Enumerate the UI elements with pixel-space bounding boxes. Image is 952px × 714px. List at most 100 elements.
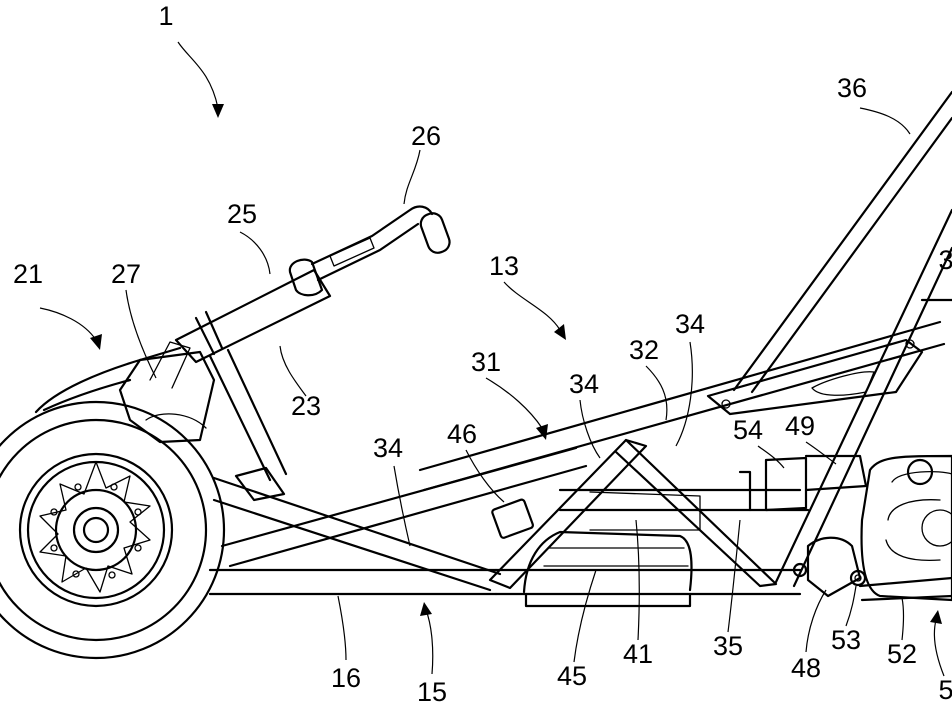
steering-post-1 <box>208 354 272 482</box>
truss-front-upper-b <box>212 498 492 592</box>
leader-35 <box>727 519 741 633</box>
leader-21 <box>39 307 97 341</box>
leader-52 <box>901 597 905 641</box>
steering-clamp <box>194 316 216 356</box>
arrow-5x <box>930 610 942 624</box>
hub-bolt <box>110 483 118 491</box>
rear-drivetrain <box>764 454 952 602</box>
leader-13 <box>503 281 561 331</box>
truss-leg-left <box>488 438 648 590</box>
fender-inner <box>42 378 132 412</box>
leader-53 <box>845 585 857 627</box>
steering-post-2 <box>226 348 288 476</box>
steering-clamp-2 <box>204 310 224 350</box>
front-rim-inner <box>26 460 166 600</box>
pivot-bracket-48 <box>806 536 862 598</box>
leader-15 <box>425 609 434 675</box>
leader-25 <box>239 231 271 275</box>
front-wheel <box>0 400 226 660</box>
front-tire-outer <box>0 400 226 660</box>
hub-bolt <box>50 508 58 516</box>
motor-belt-top <box>887 499 941 521</box>
label-rear-partial-bottom: 5 <box>938 675 952 705</box>
label-mid-frame: 31 <box>471 347 501 377</box>
label-swing-arm: 52 <box>887 639 917 669</box>
handlebar-clamp <box>329 237 375 267</box>
steering-collar <box>288 258 324 297</box>
front-axle <box>82 516 110 544</box>
handlebar-tube-top <box>310 205 434 266</box>
leader-1 <box>177 41 219 109</box>
label-truss-member-c: 34 <box>675 309 705 339</box>
cross-member-end <box>738 470 752 512</box>
leader-31 <box>485 377 543 429</box>
motor-pulley <box>906 458 934 486</box>
label-steering-post: 23 <box>291 391 321 421</box>
arrow-13 <box>554 324 566 340</box>
motor-mount-54 <box>764 456 808 512</box>
reference-numerals: 1 36 26 25 21 27 13 3 34 32 31 34 23 54 … <box>13 1 952 707</box>
hub-bolt <box>50 544 58 552</box>
leader-32 <box>645 365 668 421</box>
leader-41 <box>635 519 640 641</box>
hub-bolt <box>134 508 142 516</box>
leader-45 <box>573 569 597 663</box>
handlebar-grip <box>419 212 451 254</box>
leader-49 <box>805 441 837 465</box>
label-controller: 46 <box>447 419 477 449</box>
leader-48 <box>805 589 827 653</box>
leader-27 <box>125 289 157 379</box>
swing-arm-52-bottom <box>860 594 952 602</box>
handlebar-tube-bottom <box>316 222 420 282</box>
leader-26 <box>403 149 421 205</box>
rear-upright-left-a <box>732 90 952 392</box>
motor-housing <box>921 509 952 547</box>
front-hub <box>54 488 138 572</box>
label-battery-box: 41 <box>623 639 653 669</box>
front-tire-inner <box>0 418 208 642</box>
leader-46 <box>465 449 505 503</box>
motor-belt-bottom <box>885 539 941 562</box>
label-battery-case: 45 <box>557 661 587 691</box>
fender-top <box>34 346 182 414</box>
bracket-cutout <box>811 371 875 396</box>
arrow-1 <box>212 104 224 118</box>
label-rear-partial-right: 3 <box>938 245 952 275</box>
main-beam <box>418 320 946 492</box>
battery-box-41 <box>589 491 701 531</box>
label-pivot-bracket: 48 <box>791 653 821 683</box>
main-beam-top <box>418 320 942 472</box>
label-pivot-bolt: 53 <box>831 625 861 655</box>
label-steering-shaft: 25 <box>227 199 257 229</box>
bracket-49 <box>804 454 868 492</box>
label-lower-pipe: 16 <box>331 663 361 693</box>
battery-assembly <box>491 491 701 608</box>
leader-lines <box>39 41 945 677</box>
label-rear-upright: 36 <box>837 73 867 103</box>
label-handlebar: 26 <box>411 121 441 151</box>
frame-bolt <box>792 562 808 578</box>
arrow-15 <box>420 602 432 616</box>
label-front-wheel-unit: 21 <box>13 259 43 289</box>
label-lower-frame: 15 <box>417 677 447 707</box>
label-truss-member-b: 34 <box>569 369 599 399</box>
label-frame-assembly: 13 <box>489 251 519 281</box>
main-beam-bottom <box>422 342 946 492</box>
leader-23 <box>279 345 307 397</box>
label-truss-member-a: 34 <box>373 433 403 463</box>
rear-upright <box>732 90 952 588</box>
label-front-suspension: 27 <box>111 259 141 289</box>
front-fender <box>34 341 216 444</box>
rear-upright-diagonal-a <box>774 208 952 584</box>
leader-34-a <box>393 465 411 547</box>
controller-46 <box>491 498 534 539</box>
leader-5x <box>933 619 945 677</box>
pivot-bolt-center <box>854 574 862 582</box>
label-motor-mount: 54 <box>733 415 763 445</box>
steering-assembly <box>174 205 451 482</box>
steering-shaft-housing <box>174 268 332 364</box>
front-rim <box>18 452 174 608</box>
truss-diagonal-b <box>228 464 588 568</box>
battery-base <box>524 592 692 608</box>
hub-bolt <box>72 570 80 578</box>
